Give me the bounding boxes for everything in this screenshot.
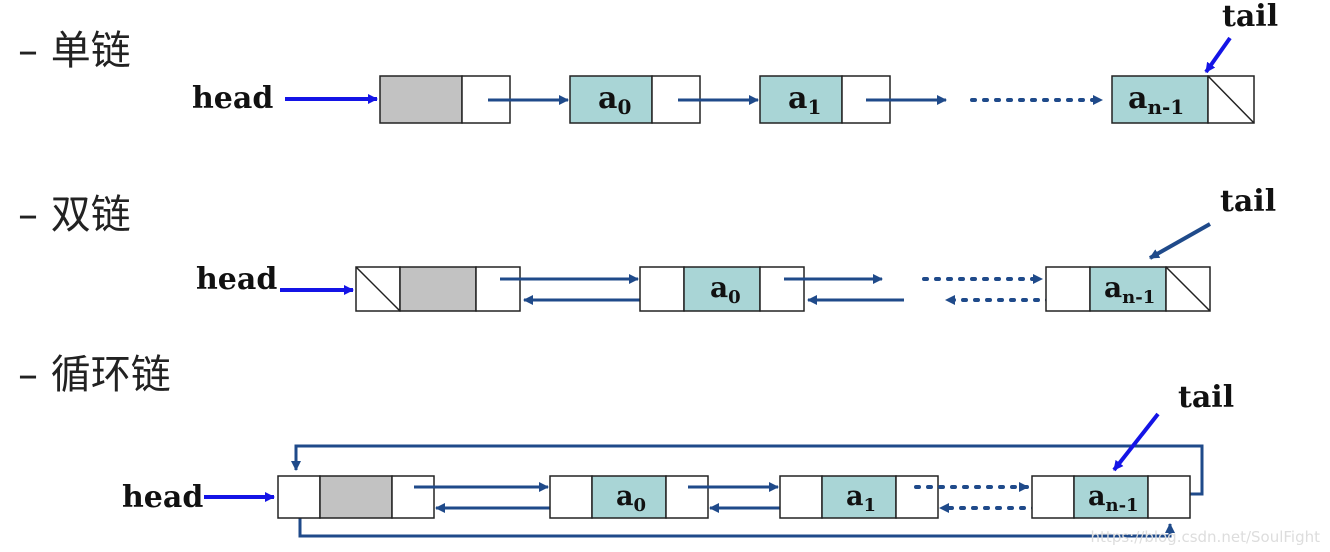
node-pointer: [277, 475, 321, 519]
tail-label: tail: [1220, 184, 1276, 219]
null-slash: [1165, 266, 1211, 312]
null-slash: [355, 266, 401, 312]
node-a1: [821, 475, 897, 519]
node-label: an-1: [1104, 271, 1155, 308]
node-label: a1: [846, 481, 876, 516]
sentinel-node: [399, 266, 477, 312]
node-label: a0: [710, 271, 741, 308]
node-label: a0: [598, 81, 631, 119]
node-an-1: [1111, 75, 1209, 124]
node-label: a1: [788, 81, 821, 119]
node-pointer: [549, 475, 593, 519]
node-label: an-1: [1128, 81, 1184, 119]
loop-next-line: [291, 444, 1204, 496]
node-an-1: [1073, 475, 1149, 519]
node-pointer: [1045, 266, 1091, 312]
loop-prev-line: [298, 508, 1175, 538]
sentinel-node: [319, 475, 393, 519]
head-label: head: [196, 262, 277, 297]
double-list-title: – 双链: [18, 192, 131, 238]
tail-label: tail: [1178, 380, 1234, 415]
circular-list: head a0 a1 an-1 tail: [122, 380, 1234, 538]
node-a0: [591, 475, 667, 519]
circular-list-title: – 循环链: [18, 352, 171, 398]
node-pointer: [639, 266, 685, 312]
node-a1: [759, 75, 843, 124]
node-pointer: [759, 266, 805, 312]
node-pointer: [1147, 475, 1191, 519]
node-pointer: [895, 475, 939, 519]
node-pointer: [1031, 475, 1075, 519]
head-label: head: [122, 480, 203, 515]
watermark: https://blog.csdn.net/SoulFight: [1090, 528, 1320, 546]
node-pointer: [779, 475, 823, 519]
single-list-title: – 单链: [18, 28, 131, 74]
node-a0: [569, 75, 653, 124]
null-slash: [1207, 75, 1255, 124]
head-label: head: [192, 81, 273, 116]
double-list: head a0 an-1 tail: [196, 184, 1276, 312]
node-label: an-1: [1088, 481, 1139, 516]
node-pointer: [665, 475, 709, 519]
single-list: head a0 a1 an-1 tail: [192, 0, 1278, 124]
node-label: a0: [616, 481, 646, 516]
node-pointer: [475, 266, 521, 312]
tail-arrow: [1112, 412, 1160, 472]
sentinel-node: [379, 75, 463, 124]
node-pointer: [391, 475, 435, 519]
tail-arrow: [1149, 222, 1211, 260]
tail-label: tail: [1222, 0, 1278, 34]
tail-arrow: [1204, 36, 1232, 74]
